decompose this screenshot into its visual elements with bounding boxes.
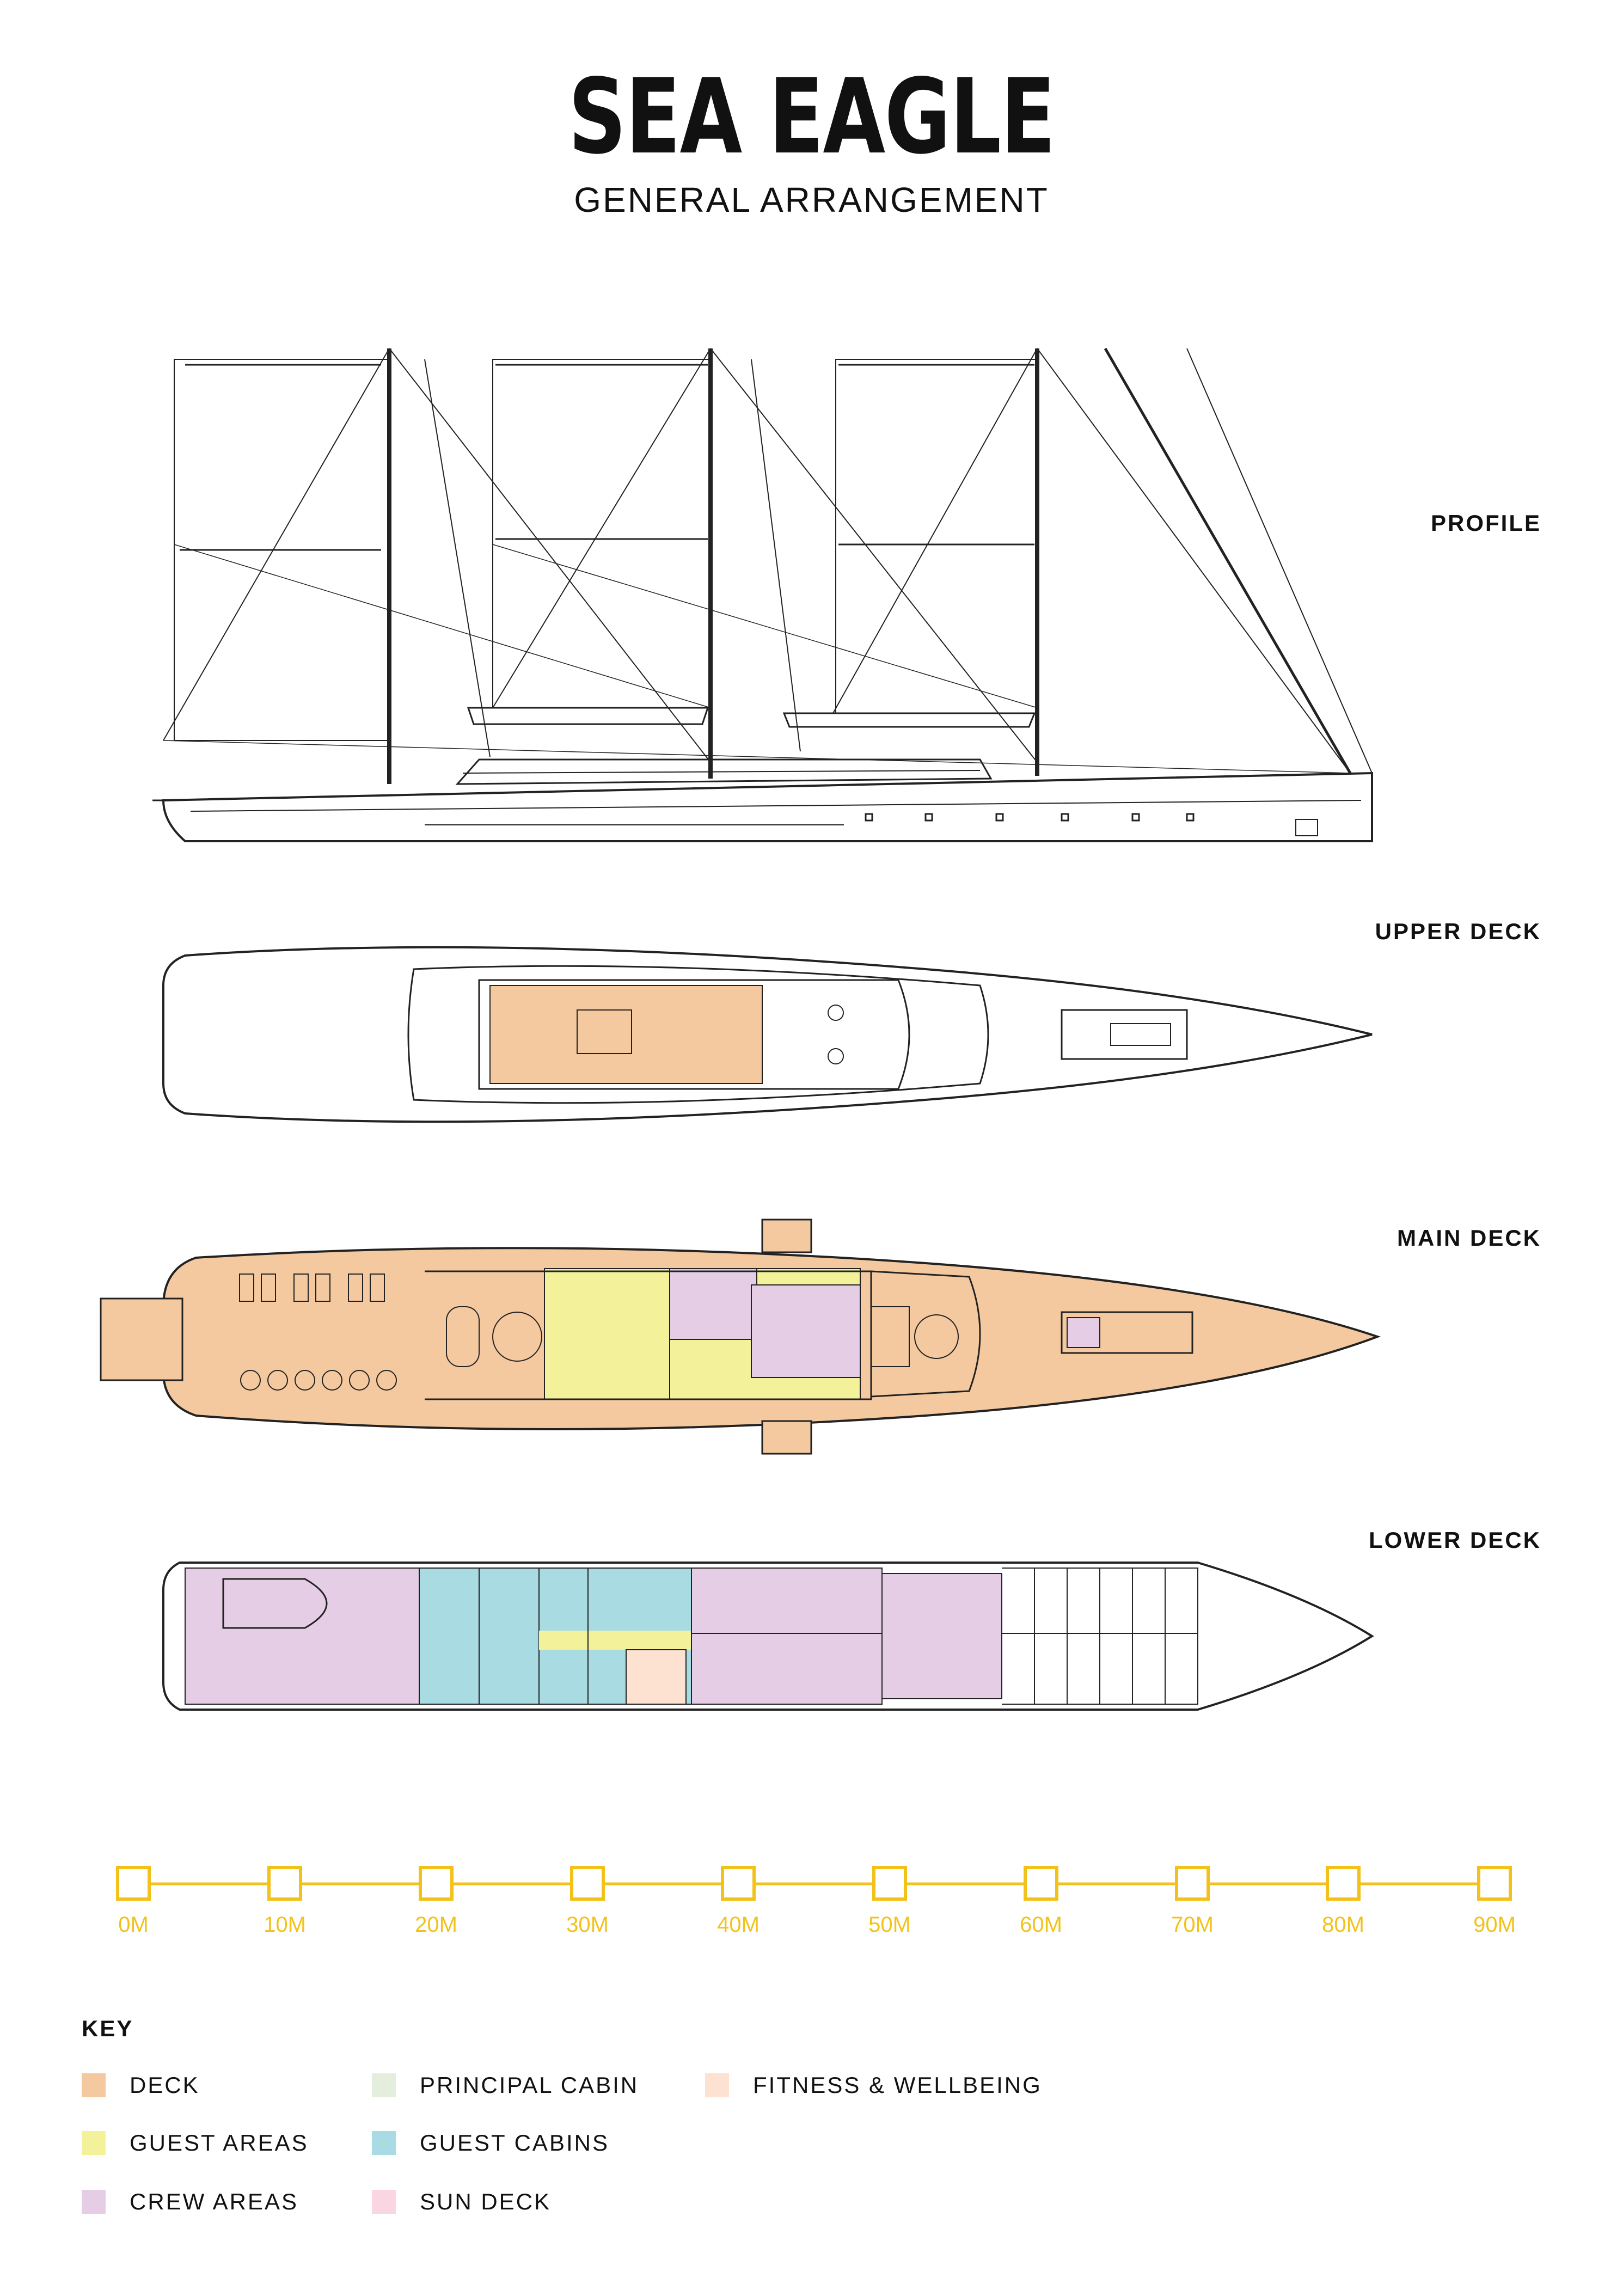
- key-label-deck: DECK: [130, 2072, 200, 2098]
- scale-bar: [116, 1866, 1512, 1901]
- key-swatch-deck: [82, 2073, 106, 2097]
- scale-label-90m: 90M: [1473, 1913, 1516, 1937]
- scale-label-80m: 80M: [1322, 1913, 1364, 1937]
- scale-label-20m: 20M: [415, 1913, 457, 1937]
- key-title: KEY: [82, 2016, 134, 2041]
- upper-deck-drawing: [162, 946, 1373, 1123]
- key-label-fitness-wellbeing: FITNESS & WELLBEING: [753, 2072, 1042, 2098]
- scale-label-0m: 0M: [118, 1913, 149, 1937]
- section-label-main-deck: MAIN DECK: [1397, 1225, 1541, 1251]
- key-item-crew-areas: CREW AREAS: [82, 2190, 298, 2214]
- key-label-crew-areas: CREW AREAS: [130, 2189, 299, 2214]
- key-item-guest-areas: GUEST AREAS: [82, 2131, 309, 2155]
- scale-label-40m: 40M: [717, 1913, 760, 1937]
- key-swatch-crew-areas: [82, 2190, 106, 2214]
- scale-label-50m: 50M: [868, 1913, 911, 1937]
- page-subtitle: GENERAL ARRANGEMENT: [574, 180, 1049, 219]
- main-deck-drawing: [100, 1219, 1381, 1455]
- lower-deck-drawing: [162, 1562, 1374, 1711]
- scale-label-30m: 30M: [566, 1913, 609, 1937]
- scale-label-10m: 10M: [264, 1913, 306, 1937]
- key-label-principal-cabin: PRINCIPAL CABIN: [420, 2072, 639, 2098]
- key-item-sun-deck: SUN DECK: [372, 2190, 551, 2214]
- key-item-deck: DECK: [82, 2073, 200, 2097]
- key-item-guest-cabins: GUEST CABINS: [372, 2131, 609, 2155]
- key-swatch-principal-cabin: [372, 2073, 396, 2097]
- page-title: SEA EAGLE: [568, 57, 1056, 177]
- key-item-principal-cabin: PRINCIPAL CABIN: [372, 2073, 639, 2097]
- profile-drawing: [152, 347, 1373, 842]
- key-swatch-guest-areas: [82, 2131, 106, 2155]
- key-item-fitness-wellbeing: FITNESS & WELLBEING: [705, 2073, 1042, 2097]
- key-label-guest-areas: GUEST AREAS: [130, 2130, 309, 2156]
- key-swatch-sun-deck: [372, 2190, 396, 2214]
- key-label-sun-deck: SUN DECK: [420, 2189, 552, 2214]
- section-label-upper-deck: UPPER DECK: [1375, 919, 1541, 944]
- section-label-profile: PROFILE: [1430, 510, 1541, 536]
- key-swatch-guest-cabins: [372, 2131, 396, 2155]
- key-swatch-fitness-wellbeing: [705, 2073, 729, 2097]
- scale-label-60m: 60M: [1020, 1913, 1062, 1937]
- scale-label-70m: 70M: [1171, 1913, 1214, 1937]
- section-label-lower-deck: LOWER DECK: [1369, 1527, 1541, 1553]
- key-label-guest-cabins: GUEST CABINS: [420, 2130, 609, 2156]
